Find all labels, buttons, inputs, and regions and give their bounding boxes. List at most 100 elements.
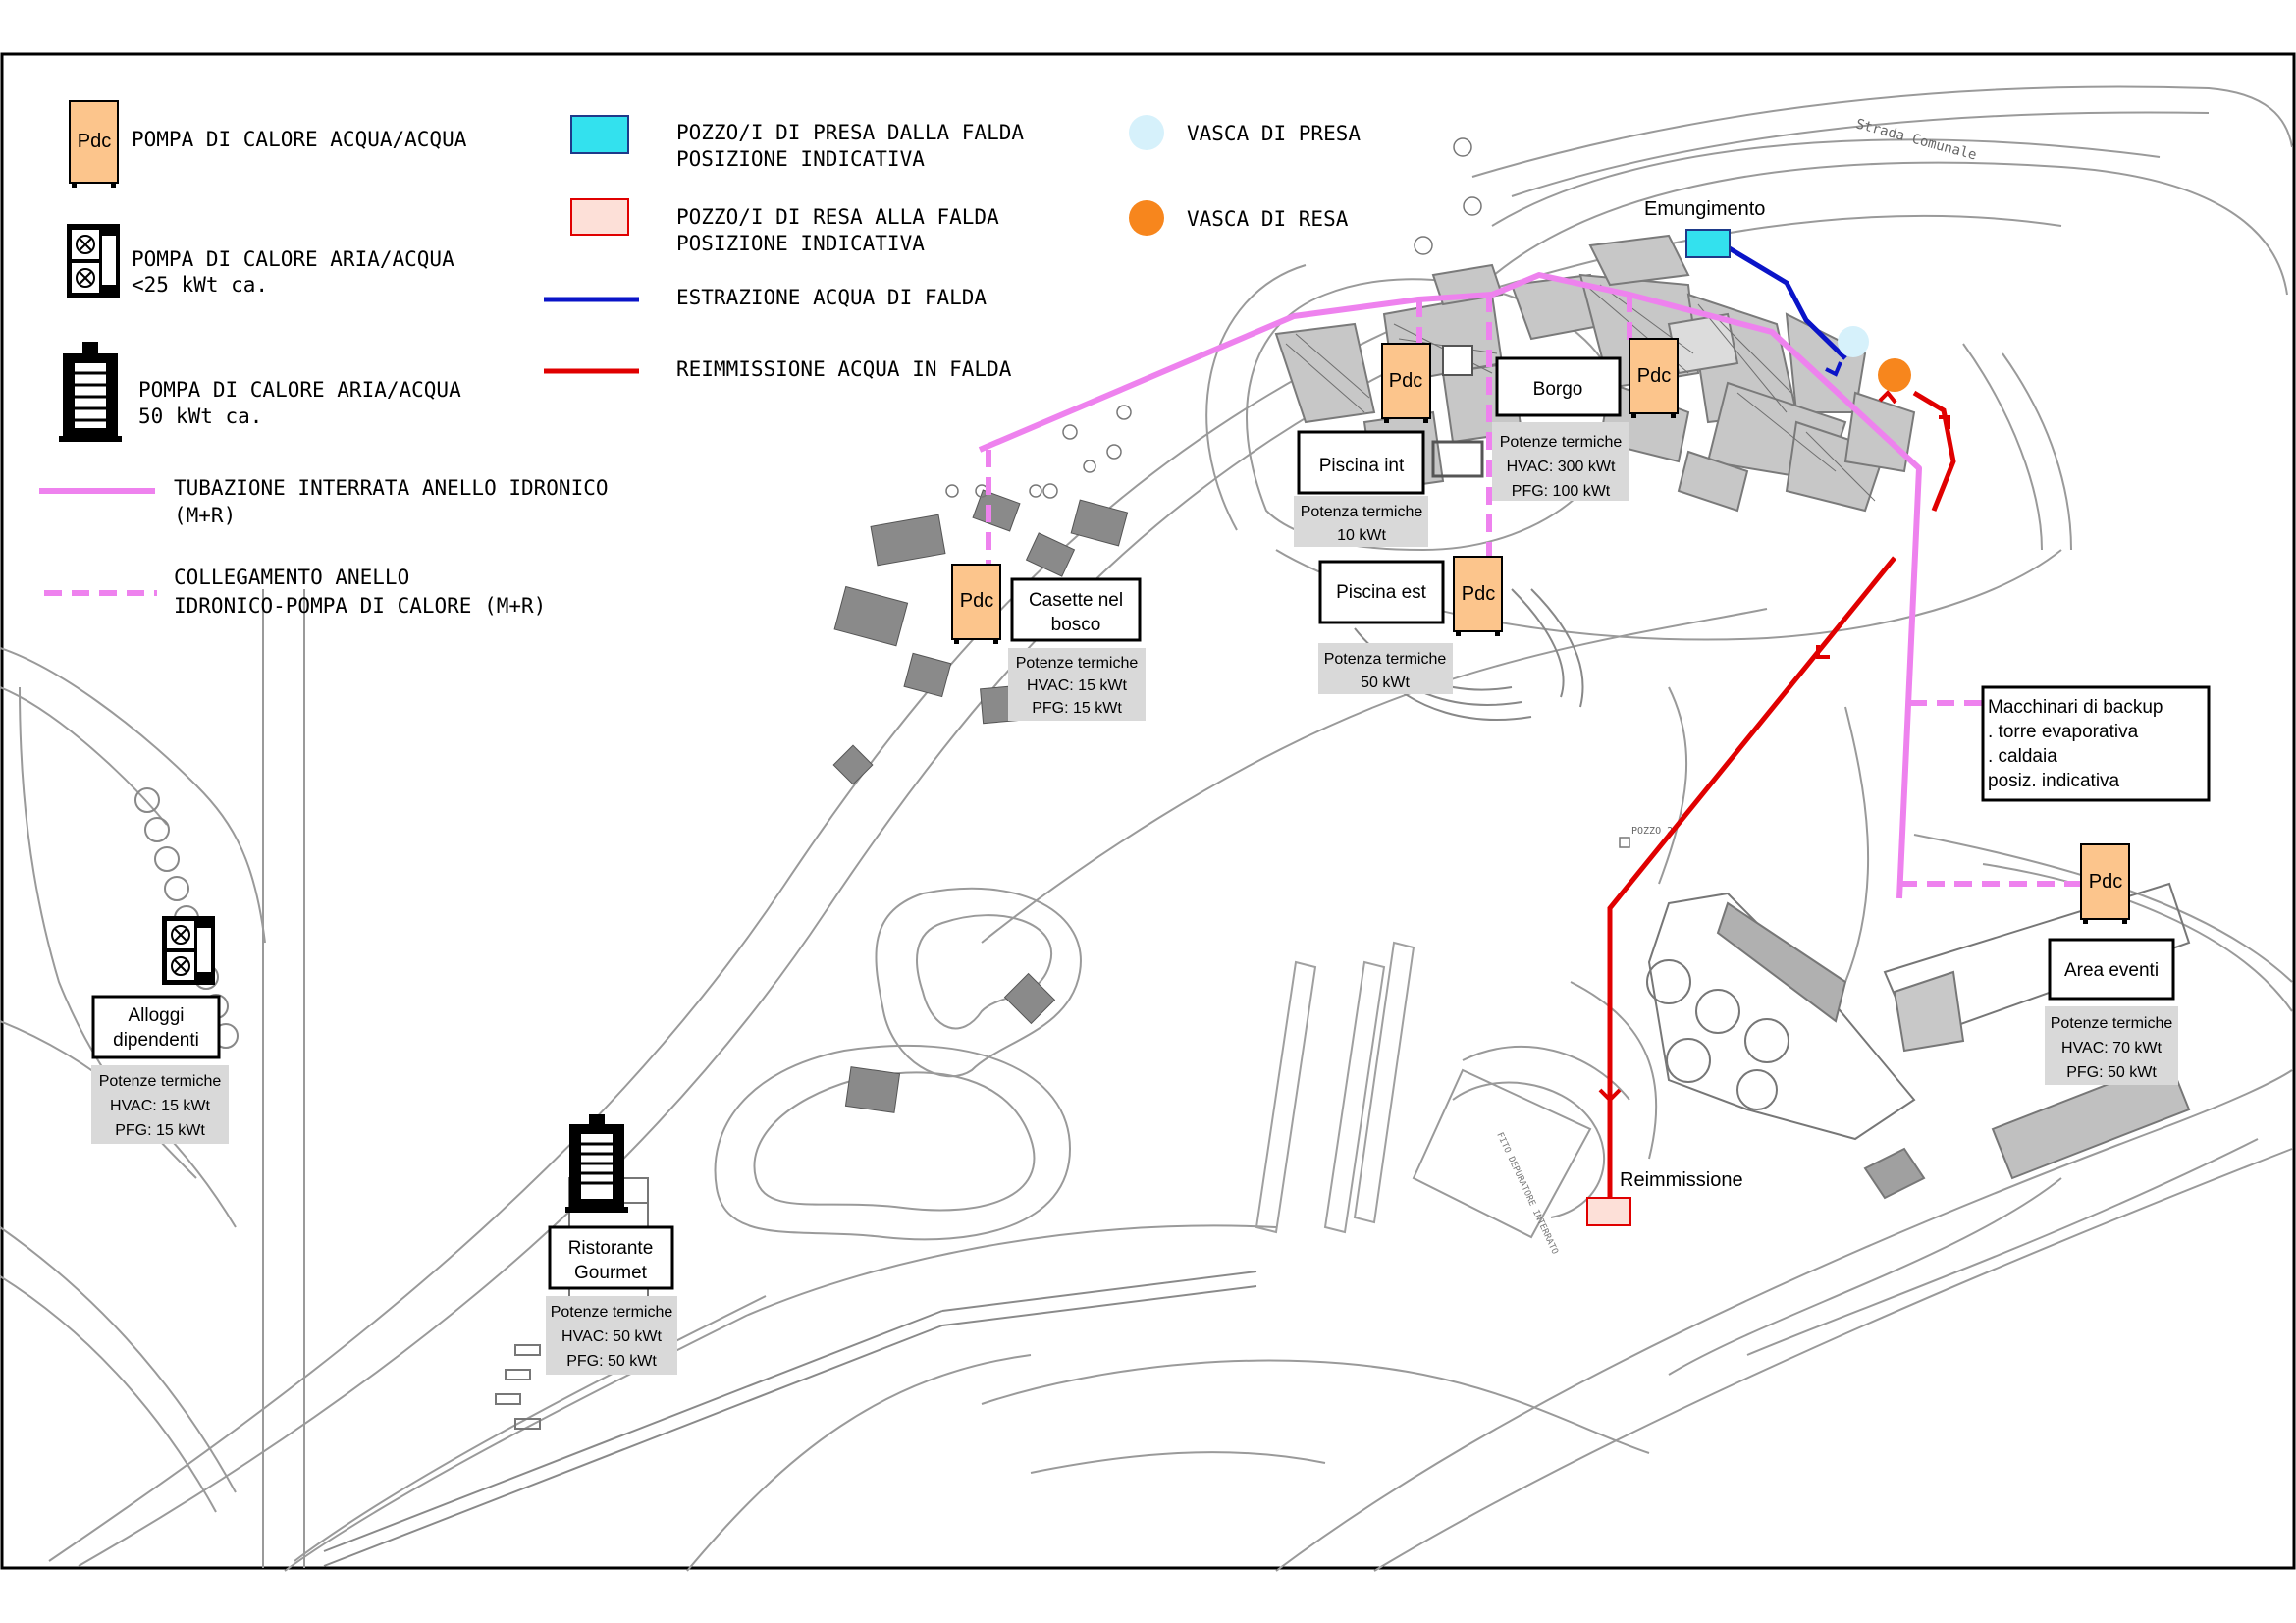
area-eventi-info-3: PFG: 50 kWt	[2066, 1064, 2157, 1081]
legend-pdc-ww: Pdc POMPA DI CALORE ACQUA/ACQUA	[69, 100, 467, 188]
pdc-casette: Pdc	[951, 564, 1001, 644]
railway	[323, 1271, 1257, 1567]
legend-link-line1: COLLEGAMENTO ANELLO	[174, 566, 409, 589]
legend-ring-line1: TUBAZIONE INTERRATA ANELLO IDRONICO	[174, 476, 609, 500]
backup-line-3: . caldaia	[1988, 746, 2057, 767]
casette-info-1: Potenze termiche	[1016, 655, 1139, 672]
ristorante-name-1: Ristorante	[568, 1238, 654, 1259]
tower-borgo	[1442, 345, 1473, 376]
pdc-piscina-int-label: Pdc	[1389, 370, 1422, 392]
legend-intake-well: POZZO/I DI PRESA DALLA FALDA POSIZIONE I…	[570, 115, 1024, 171]
legend-return-tank-label: VASCA DI RESA	[1187, 207, 1349, 231]
casette-name-2: bosco	[1051, 615, 1101, 635]
ahp-small-alloggi	[162, 916, 215, 985]
piscina-est-info-2: 50 kWt	[1361, 675, 1410, 691]
legend-pdc-symbol: Pdc	[78, 131, 111, 152]
area-eventi-name: Area eventi	[2064, 960, 2159, 981]
event-area-buildings	[1646, 882, 2191, 1200]
piscina-int-info-2: 10 kWt	[1337, 527, 1386, 544]
label-reimmissione: Reimmissione	[1620, 1169, 1743, 1191]
ring-heatpump-links	[986, 295, 2081, 887]
phytodepurator: FITO DEPURATORE INTERRATO	[1412, 1068, 1592, 1256]
legend-reinjection-label: REIMMISSIONE ACQUA IN FALDA	[676, 357, 1012, 381]
legend-reinjection: REIMMISSIONE ACQUA IN FALDA	[544, 357, 1012, 381]
hydronic-ring	[978, 272, 1922, 899]
area-eventi-info-2: HVAC: 70 kWt	[2061, 1040, 2163, 1056]
pdc-casette-label: Pdc	[960, 590, 993, 612]
ring-main	[978, 272, 1922, 899]
legend-link-line2: IDRONICO-POMPA DI CALORE (M+R)	[174, 594, 546, 618]
legend-ahp-small: POMPA DI CALORE ARIA/ACQUA <25 kWt ca.	[67, 224, 454, 298]
depurator-label: FITO DEPURATORE INTERRATO	[1494, 1131, 1559, 1256]
ristorante-info-3: PFG: 50 kWt	[566, 1353, 657, 1370]
alloggi-name-1: Alloggi	[128, 1005, 184, 1026]
pdc-piscina-est-label: Pdc	[1462, 583, 1495, 605]
label-emungimento: Emungimento	[1644, 198, 1765, 220]
legend-intake-tank-label: VASCA DI PRESA	[1187, 122, 1361, 145]
area-eventi-info-1: Potenze termiche	[2051, 1015, 2173, 1032]
piscina-est-name: Piscina est	[1336, 582, 1427, 603]
legend-return-well: POZZO/I DI RESA ALLA FALDA POSIZIONE IND…	[570, 198, 999, 255]
return-tank	[1878, 358, 1911, 392]
reinjection-arrows	[1598, 390, 1950, 1103]
terrain-contours	[0, 85, 2293, 1572]
legend-return-well-line2: POSIZIONE INDICATIVA	[676, 232, 925, 255]
extraction-arrow	[1825, 361, 1842, 377]
well-2-marker	[1619, 837, 1630, 848]
left-road	[262, 589, 305, 1568]
legend-ahp-small-line1: POMPA DI CALORE ARIA/ACQUA	[132, 247, 454, 271]
alloggi-name-2: dipendenti	[113, 1030, 199, 1051]
legend-intake-tank: VASCA DI PRESA	[1129, 115, 1361, 150]
intake-well	[1685, 229, 1731, 258]
casette-name-1: Casette nel	[1029, 590, 1123, 611]
backup-line-4: posiz. indicativa	[1988, 771, 2120, 791]
pdc-borgo-label: Pdc	[1637, 365, 1671, 387]
piscina-est-info-1: Potenza termiche	[1324, 651, 1447, 668]
pdc-area-eventi-label: Pdc	[2089, 871, 2122, 893]
legend-intake-well-line2: POSIZIONE INDICATIVA	[676, 147, 925, 171]
forest-trees	[945, 137, 1482, 606]
pdc-borgo: Pdc	[1629, 338, 1679, 418]
parking-strips	[1255, 941, 1415, 1234]
piscina-int-info-1: Potenza termiche	[1301, 504, 1423, 520]
legend-ahp-large: POMPA DI CALORE ARIA/ACQUA 50 kWt ca.	[59, 342, 461, 442]
alloggi-info-3: PFG: 15 kWt	[115, 1122, 205, 1139]
legend-ahp-large-line2: 50 kWt ca.	[138, 405, 262, 428]
reinjection-upper	[1912, 390, 1956, 512]
backup-line-1: Macchinari di backup	[1988, 697, 2163, 718]
pdc-area-eventi: Pdc	[2080, 843, 2130, 924]
site-piscina-est: Piscina est Potenza termiche 50 kWt	[1318, 560, 1453, 694]
legend-return-tank: VASCA DI RESA	[1129, 200, 1349, 236]
ristorante-info-2: HVAC: 50 kWt	[561, 1328, 663, 1345]
ristorante-info-1: Potenze termiche	[551, 1304, 673, 1321]
site-ristorante: Ristorante Gourmet Potenze termiche HVAC…	[546, 1225, 677, 1375]
legend-ahp-small-line2: <25 kWt ca.	[132, 273, 268, 297]
emungimento-text: Emungimento	[1644, 198, 1765, 220]
reinjection-main	[1607, 556, 1896, 1203]
borgo-info-2: HVAC: 300 kWt	[1507, 459, 1616, 475]
site-piscina-int: Piscina int Potenza termiche 10 kWt	[1294, 430, 1428, 547]
casette-info-2: HVAC: 15 kWt	[1027, 677, 1128, 694]
borgo-info-3: PFG: 100 kWt	[1512, 483, 1611, 500]
extraction-pipe	[1726, 244, 1847, 360]
site-alloggi: Alloggi dipendenti Potenze termiche HVAC…	[91, 995, 229, 1144]
reimmissione-text: Reimmissione	[1620, 1169, 1743, 1191]
intake-tank	[1838, 326, 1869, 357]
legend-ring: TUBAZIONE INTERRATA ANELLO IDRONICO (M+R…	[39, 476, 609, 527]
alloggi-info-1: Potenze termiche	[99, 1073, 222, 1090]
backup-line-2: . torre evaporativa	[1988, 722, 2139, 742]
pdc-piscina-int: Pdc	[1381, 343, 1431, 423]
site-backup: Macchinari di backup . torre evaporativa…	[1981, 685, 2211, 802]
reinjection-pipes	[1607, 390, 1956, 1203]
borgo-name: Borgo	[1533, 379, 1583, 400]
legend-ring-line2: (M+R)	[174, 504, 236, 527]
pdc-piscina-est: Pdc	[1453, 556, 1503, 636]
ahp-large-ristorante	[565, 1114, 628, 1213]
legend-extraction: ESTRAZIONE ACQUA DI FALDA	[544, 286, 987, 309]
legend-extraction-label: ESTRAZIONE ACQUA DI FALDA	[676, 286, 987, 309]
return-well	[1586, 1197, 1631, 1226]
alloggi-info-2: HVAC: 15 kWt	[110, 1098, 211, 1114]
legend-link: COLLEGAMENTO ANELLO IDRONICO-POMPA DI CA…	[44, 566, 546, 618]
legend-ahp-large-line1: POMPA DI CALORE ARIA/ACQUA	[138, 378, 461, 402]
